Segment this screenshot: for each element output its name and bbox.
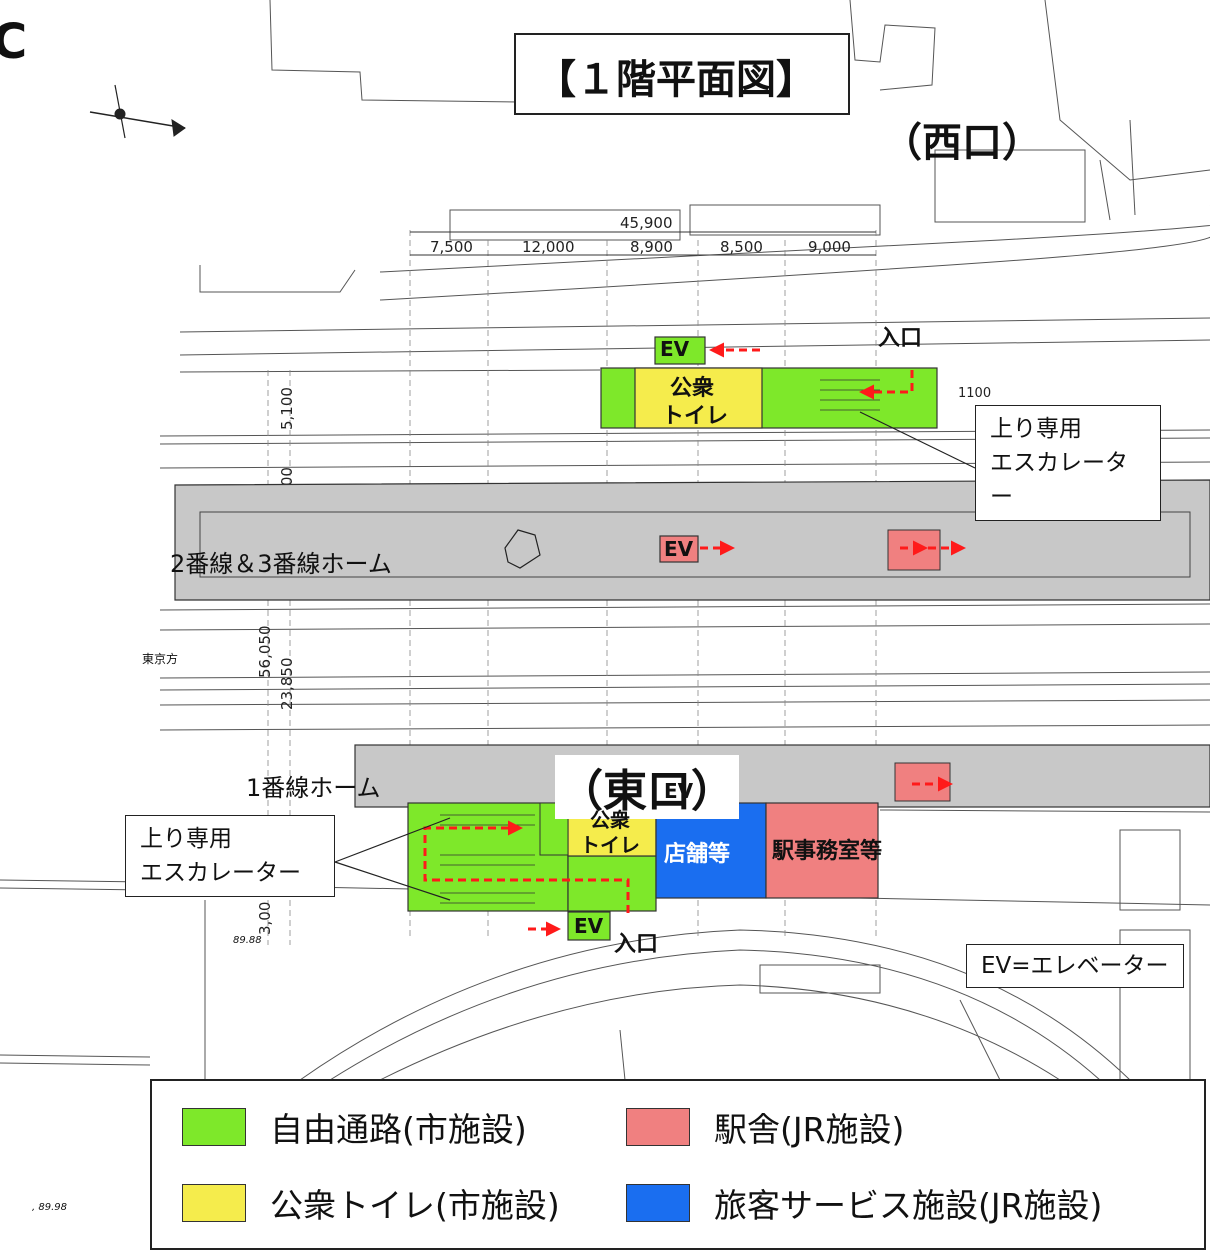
stair-outline [504, 529, 541, 569]
legend: 自由通路(市施設) 駅舎(JR施設) 公衆トイレ(市施設) 旅客サービス施設(J… [150, 1079, 1206, 1250]
corner-mark: C [0, 14, 27, 70]
escalator-callout-west: 上り専用 エスカレーター [975, 405, 1161, 521]
legend-label: 自由通路(市施設) [270, 1110, 527, 1149]
legend-label: 公衆トイレ(市施設) [270, 1186, 560, 1225]
callout-line-2: エスカレーター [990, 450, 1128, 510]
platform-2-3-inner [199, 511, 1191, 578]
platform-1-escalator [894, 762, 951, 802]
legend-swatch [182, 1108, 246, 1146]
station-office [765, 802, 879, 899]
page-title: 【１階平面図】 [536, 57, 816, 103]
west-exit-label: （西口） [882, 120, 1042, 166]
west-entrance-label: 入口 [878, 326, 923, 351]
west-escalator-lines [820, 379, 880, 411]
west-toilet-label-2: トイレ [662, 404, 729, 429]
level-marker-a: 89.88 [233, 935, 262, 946]
east-exit-label: （東口） [555, 755, 739, 819]
ev-note: EV=エレベーター [966, 944, 1184, 988]
dimension-span-label: 12,000 [522, 238, 575, 256]
legend-swatch [626, 1184, 690, 1222]
shop-label: 店舗等 [664, 842, 731, 867]
legend-label: 駅舎(JR施設) [714, 1110, 905, 1149]
callout-leaders [334, 411, 976, 901]
east-ev-lower-label: EV [574, 914, 604, 938]
platform-2-3-ev [659, 535, 699, 563]
platform-2-3-label: 2番線＆3番線ホーム [170, 550, 392, 578]
legend-item-toilet: 公衆トイレ(市施設) [182, 1179, 560, 1227]
west-toilet-label-1: 公衆 [670, 376, 715, 401]
dimension-span-label: 8,900 [630, 238, 673, 256]
dimension-vertical-label: 3,00 [256, 902, 274, 935]
legend-swatch [182, 1184, 246, 1222]
east-ev-upper-label: EV [664, 779, 694, 803]
legend-label: 旅客サービス施設(JR施設) [714, 1186, 1103, 1225]
dimension-lines [410, 231, 876, 256]
west-ev [654, 336, 706, 365]
east-toilet-label-1: 公衆 [590, 808, 630, 832]
legend-item-passenger-service: 旅客サービス施設(JR施設) [626, 1179, 1102, 1227]
west-ev-label: EV [660, 337, 690, 361]
dimension-vertical-label: 5,100 [278, 387, 296, 430]
east-ev-lower [567, 911, 611, 941]
platform-2-3-escalator [887, 529, 941, 571]
office-label: 駅事務室等 [772, 839, 883, 864]
dimension-labels: 45,900 7,500 12,000 8,900 8,500 9,000 11… [430, 214, 991, 401]
tokyo-direction-label: 東京方 [142, 652, 179, 666]
svg-text:1100: 1100 [958, 386, 991, 401]
callout-line-2: エスカレーター [140, 860, 301, 886]
east-free-passage-b [567, 855, 657, 912]
callout-line-1: 上り専用 [140, 826, 232, 852]
legend-swatch [626, 1108, 690, 1146]
dimension-span-label: 8,500 [720, 238, 763, 256]
dimension-span-label: 9,000 [808, 238, 851, 256]
dimension-vertical-label: 56,050 [256, 626, 274, 679]
dimension-span-label: 7,500 [430, 238, 473, 256]
legend-item-station: 駅舎(JR施設) [626, 1103, 904, 1151]
escalator-callout-east: 上り専用 エスカレーター [125, 815, 335, 897]
dimension-vertical-label: 23,850 [278, 658, 296, 711]
legend-item-free-passage: 自由通路(市施設) [182, 1103, 527, 1151]
north-arrow-icon [89, 84, 186, 139]
platform-1-label: 1番線ホーム [246, 774, 381, 802]
east-entrance-label: 入口 [614, 932, 659, 957]
platform-2-3-ev-label: EV [664, 537, 694, 561]
callout-line-1: 上り専用 [990, 416, 1082, 442]
platform-1 [354, 744, 1210, 808]
east-toilet-label-2: トイレ [580, 833, 640, 857]
west-toilet [634, 367, 763, 429]
east-escalator-lines [440, 814, 535, 904]
svg-text:45,900: 45,900 [620, 214, 673, 232]
level-marker-b: , 89.98 [32, 1202, 67, 1213]
title-box: 【１階平面図】 [514, 33, 850, 115]
